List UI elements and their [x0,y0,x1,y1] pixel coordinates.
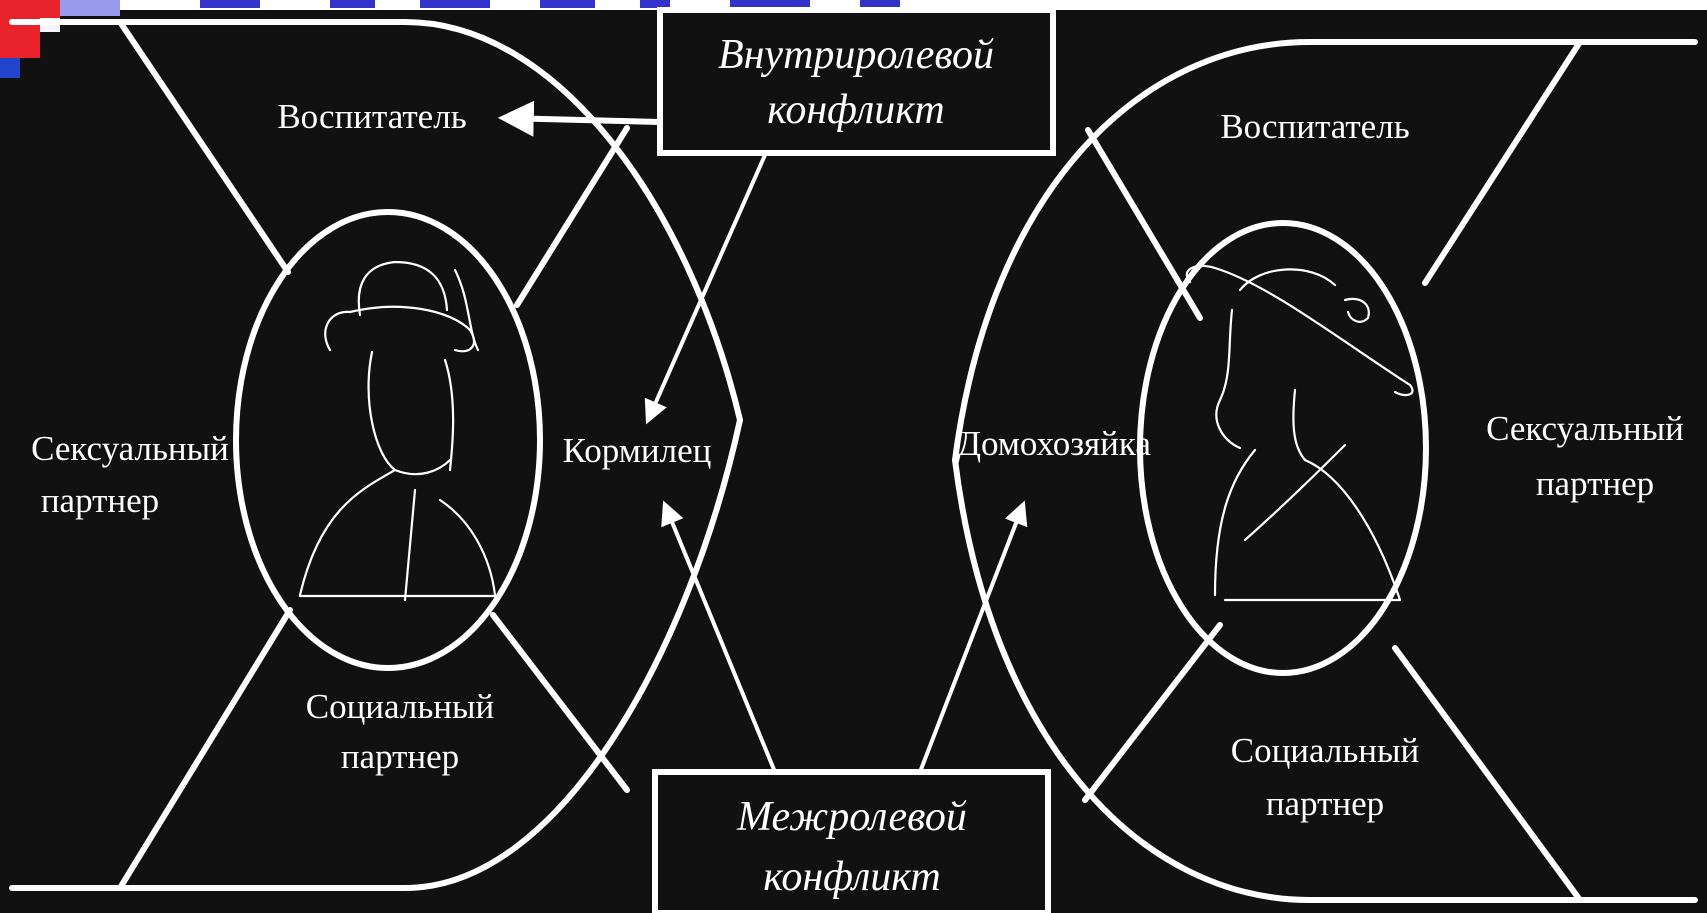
interrole-title-line1: Межролевой [736,794,967,840]
intrarole-title-line1: Внутриролевой [718,32,994,78]
left-bottom-role-label-line2: партнер [341,737,459,776]
intrarole-arrow-to-educator [505,118,660,122]
right-top-role-label: Воспитатель [1220,107,1409,146]
right-bottom-role-label-line1: Социальный [1231,731,1420,770]
interrole-conflict-box: Межролевой конфликт [655,772,1048,913]
left-top-role-label: Воспитатель [277,97,466,136]
left-right-role-label: Кормилец [563,431,712,470]
right-right-role-label-line1: Сексуальный [1486,409,1684,448]
right-bottom-role-label-line2: партнер [1266,784,1384,823]
interrole-title-line2: конфликт [763,854,940,900]
left-left-role-label-line2: партнер [41,481,159,520]
intrarole-title-line2: конфликт [767,87,944,133]
right-left-role-label: Домохозяйка [957,424,1151,463]
left-left-role-label-line1: Сексуальный [31,429,229,468]
intrarole-conflict-box: Внутриролевой конфликт [660,10,1053,153]
left-bottom-role-label-line1: Социальный [306,687,495,726]
right-right-role-label-line2: партнер [1536,464,1654,503]
